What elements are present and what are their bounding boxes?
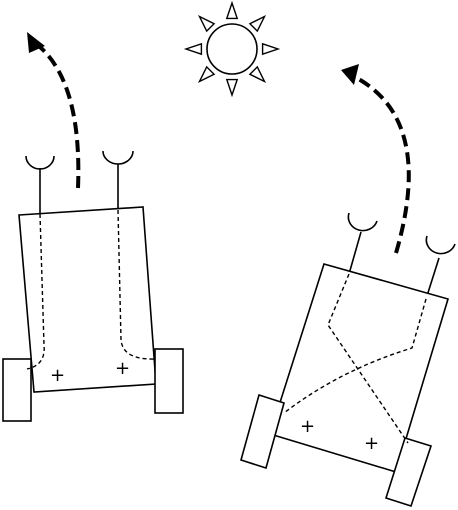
sun-ray bbox=[197, 14, 216, 33]
left-vehicle-wheel-right bbox=[154, 348, 184, 414]
sun-ray bbox=[261, 42, 281, 56]
right-vehicle-path-arrow bbox=[341, 64, 411, 254]
sun-ray bbox=[225, 78, 239, 98]
left-sensor-2 bbox=[102, 150, 134, 165]
right-vehicle-wire-1 bbox=[327, 273, 409, 444]
right-sensor-stalk-2 bbox=[425, 257, 440, 300]
right-sensor-2 bbox=[425, 235, 456, 255]
sun-rays bbox=[183, 0, 281, 98]
left-vehicle: + + bbox=[2, 150, 184, 422]
left-sensor-1 bbox=[25, 155, 55, 170]
right-vehicle: + + bbox=[240, 212, 456, 508]
right-vehicle-terminal-2: + bbox=[364, 433, 379, 454]
right-vehicle-wire-2 bbox=[283, 298, 427, 414]
left-vehicle-body bbox=[18, 206, 157, 393]
left-vehicle-terminal-2: + bbox=[115, 358, 130, 379]
sun-disc bbox=[206, 23, 258, 75]
right-arrow-path bbox=[354, 75, 411, 254]
sun-ray bbox=[183, 42, 203, 56]
right-sensor-1 bbox=[347, 212, 378, 232]
left-arrow-path bbox=[38, 45, 81, 189]
right-vehicle-wheel-right bbox=[384, 437, 433, 508]
left-vehicle-terminal-1: + bbox=[50, 365, 65, 386]
right-vehicle-terminal-1: + bbox=[300, 416, 315, 437]
sun-ray bbox=[248, 14, 267, 33]
left-vehicle-path-arrow bbox=[27, 32, 81, 189]
sun-ray bbox=[248, 65, 267, 84]
right-vehicle-wheel-left bbox=[240, 393, 285, 470]
sun-ray bbox=[197, 65, 216, 84]
sun-icon bbox=[183, 0, 281, 98]
right-arrow-head bbox=[341, 64, 359, 85]
left-vehicle-wheel-left bbox=[2, 358, 32, 422]
sun-ray bbox=[225, 0, 239, 20]
right-sensor-stalk-1 bbox=[348, 231, 362, 275]
left-arrow-head bbox=[27, 32, 45, 53]
